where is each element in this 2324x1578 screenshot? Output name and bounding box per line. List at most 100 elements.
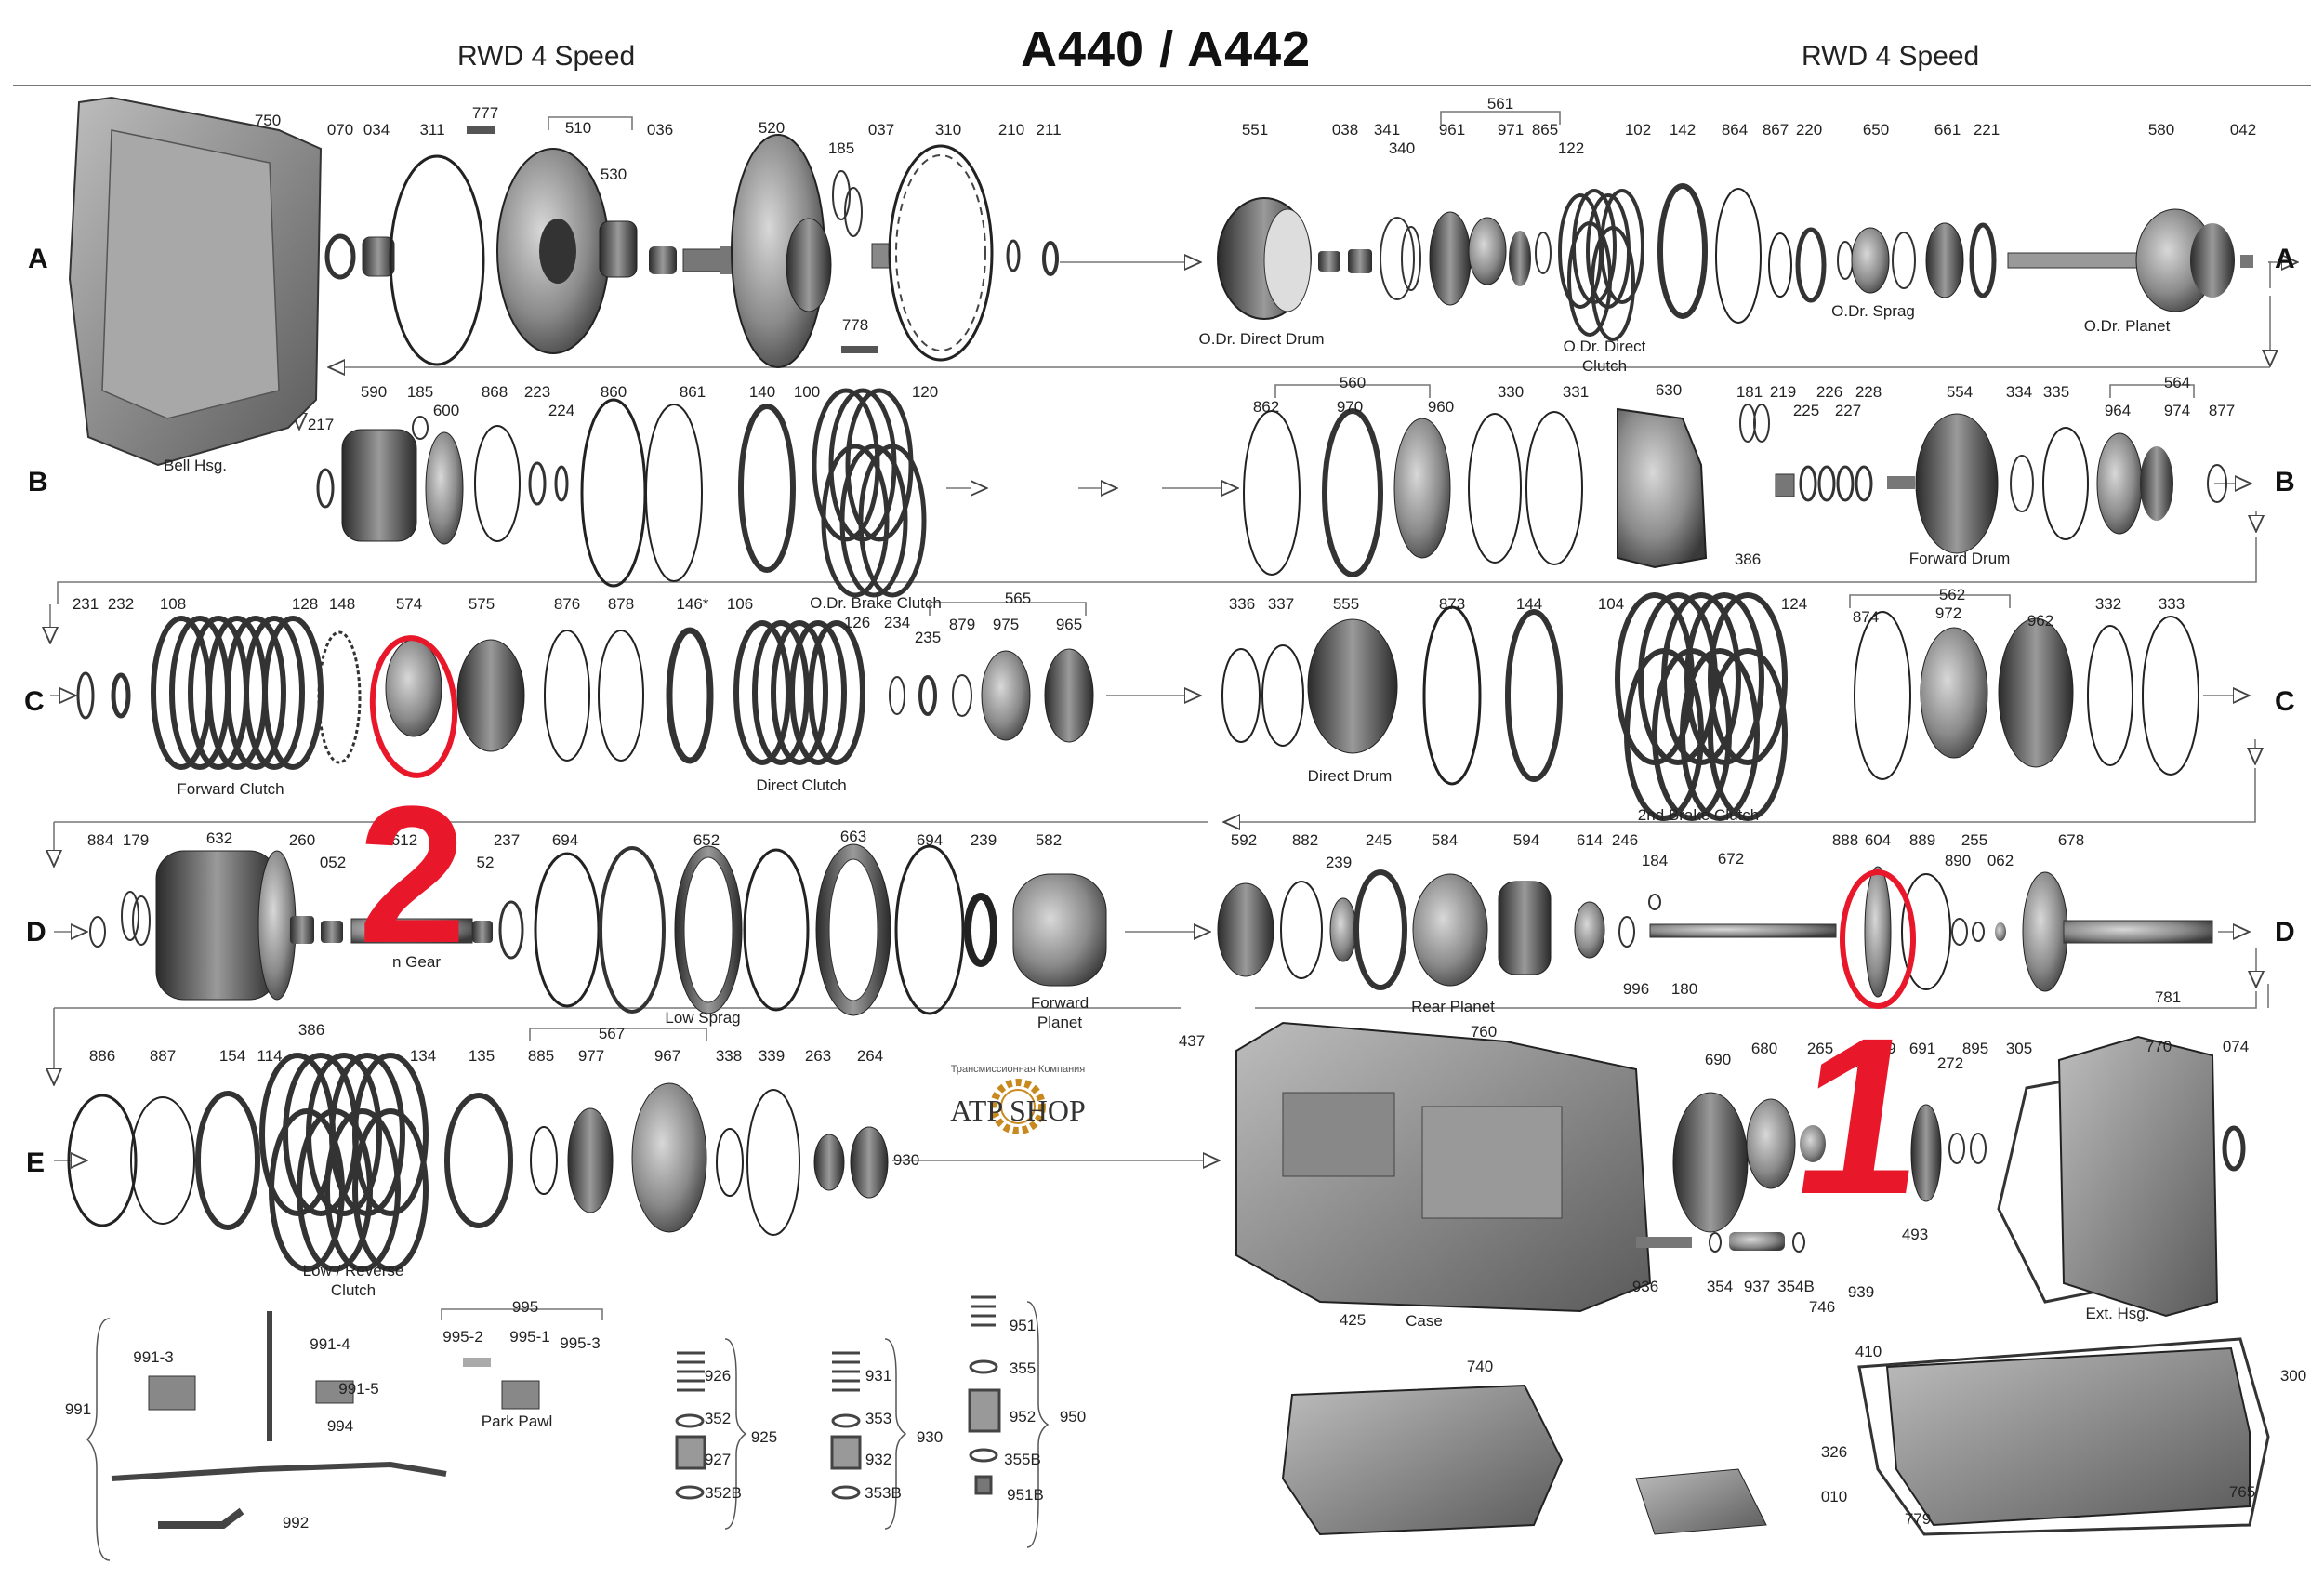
part-number: 594 xyxy=(1512,831,1540,849)
part-number: 680 xyxy=(1750,1040,1778,1057)
part-number: 630 xyxy=(1655,381,1683,399)
row-d-parts xyxy=(89,843,2213,1016)
part-number: 339 xyxy=(758,1047,786,1065)
row-label-a-right: A xyxy=(2275,244,2295,274)
part-number: 960 xyxy=(1427,398,1455,416)
part-number: 225 xyxy=(1792,402,1820,419)
part-number: 895 xyxy=(1961,1040,1989,1057)
part-number: 520 xyxy=(758,119,786,137)
part-number: 89 xyxy=(1878,1040,1896,1057)
part-number: 889 xyxy=(1908,831,1936,849)
part-number: 148 xyxy=(328,595,356,613)
part-number: 124 xyxy=(1780,595,1808,613)
row-e-parts xyxy=(67,1021,2270,1561)
part-number: 781 xyxy=(2154,988,2182,1006)
part-number: 246 xyxy=(1611,831,1639,849)
part-number: 255 xyxy=(1961,831,1988,849)
part-number: 355B xyxy=(1004,1451,1041,1468)
part-number: 272 xyxy=(1936,1054,1964,1072)
part-number: 120 xyxy=(911,383,939,401)
part-number: 52 xyxy=(476,854,495,871)
part-number: 992 xyxy=(282,1514,310,1532)
part-number: 336 xyxy=(1228,595,1256,613)
part-number: 510 xyxy=(564,119,592,137)
part-number: 994 xyxy=(326,1417,354,1435)
part-number: 223 xyxy=(523,383,551,401)
part-number: 740 xyxy=(1466,1358,1494,1375)
caption-direct-clutch: Direct Clutch xyxy=(756,776,847,794)
part-number: 269 xyxy=(1845,1054,1873,1072)
part-number: 991-5 xyxy=(338,1380,379,1398)
part-number: 337 xyxy=(1267,595,1295,613)
part-number: 224 xyxy=(548,402,575,419)
part-number: 070 xyxy=(326,121,354,139)
part-number: 865 xyxy=(1531,121,1559,139)
part-number: 227 xyxy=(1834,402,1862,419)
part-number: 995-3 xyxy=(560,1334,601,1352)
part-number: 882 xyxy=(1291,831,1319,849)
part-number: 102 xyxy=(1624,121,1652,139)
part-number: 128 xyxy=(291,595,319,613)
part-number: 560 xyxy=(1339,374,1367,391)
part-number: 185 xyxy=(406,383,434,401)
part-number: 235 xyxy=(914,629,942,646)
part-number: 185 xyxy=(827,139,855,157)
part-number: 694 xyxy=(916,831,944,849)
caption-forward-clutch: Forward Clutch xyxy=(177,780,284,798)
part-number: 604 xyxy=(1864,831,1892,849)
part-number: 245 xyxy=(1365,831,1393,849)
part-number: 562 xyxy=(1938,586,1966,603)
part-number: 888 xyxy=(1831,831,1859,849)
part-number: 972 xyxy=(1934,604,1962,622)
part-number: 410 xyxy=(1855,1343,1882,1360)
part-number: 221 xyxy=(1973,121,2000,139)
atp-shop-logo: Трансмиссионная Компания ATP SHOP xyxy=(925,1060,1111,1144)
part-number: 991 xyxy=(64,1400,92,1418)
gear-logo-icon xyxy=(990,1079,1046,1134)
part-number: 074 xyxy=(2222,1038,2250,1055)
part-number: 263 xyxy=(804,1047,832,1065)
part-number: 995 xyxy=(511,1298,539,1316)
part-number: 219 xyxy=(1769,383,1797,401)
row-label-e-left: E xyxy=(26,1147,46,1178)
part-number: 884 xyxy=(86,831,114,849)
part-number: 565 xyxy=(1004,590,1032,607)
part-number: 950 xyxy=(1059,1408,1087,1426)
part-number: 951B xyxy=(1007,1486,1044,1504)
part-number: 341 xyxy=(1373,121,1401,139)
part-number: 885 xyxy=(527,1047,555,1065)
part-number: 228 xyxy=(1855,383,1882,401)
part-number: 868 xyxy=(481,383,508,401)
part-number: 226 xyxy=(1816,383,1843,401)
part-number: 340 xyxy=(1388,139,1416,157)
part-number: 326 xyxy=(1820,1443,1848,1461)
row-label-d-left: D xyxy=(26,917,46,948)
part-number: 135 xyxy=(468,1047,495,1065)
caption-rear-planet: Rear Planet xyxy=(1411,998,1495,1015)
part-number: 106 xyxy=(726,595,754,613)
row-label-c-left: C xyxy=(24,686,45,717)
part-number: 386 xyxy=(1734,550,1762,568)
row-b-parts xyxy=(316,388,2227,598)
part-number: 232 xyxy=(107,595,135,613)
part-number: 996 xyxy=(1622,980,1650,998)
part-number: 332 xyxy=(2094,595,2122,613)
caption-low-reverse-clutch: Low / Reverse Clutch xyxy=(302,1262,404,1299)
part-number: 037 xyxy=(867,121,895,139)
caption-od-direct-clutch: O.Dr. Direct Clutch xyxy=(1563,338,1646,375)
part-number: 042 xyxy=(2229,121,2257,139)
part-number: 220 xyxy=(1795,121,1823,139)
caption-direct-drum: Direct Drum xyxy=(1307,767,1393,785)
part-number: 967 xyxy=(654,1047,681,1065)
part-number: 971 xyxy=(1497,121,1525,139)
part-number: 952 xyxy=(1009,1408,1037,1426)
part-number: 965 xyxy=(1055,616,1083,633)
part-number: 122 xyxy=(1557,139,1585,157)
part-number: 300 xyxy=(2279,1367,2307,1385)
part-number: 691 xyxy=(1908,1040,1936,1057)
part-number: 936 xyxy=(1631,1278,1659,1295)
part-number: 311 xyxy=(419,121,445,139)
part-number: 237 xyxy=(493,831,521,849)
caption-od-brake-clutch: O.Dr. Brake Clutch xyxy=(810,594,942,612)
part-number: 600 xyxy=(432,402,460,419)
